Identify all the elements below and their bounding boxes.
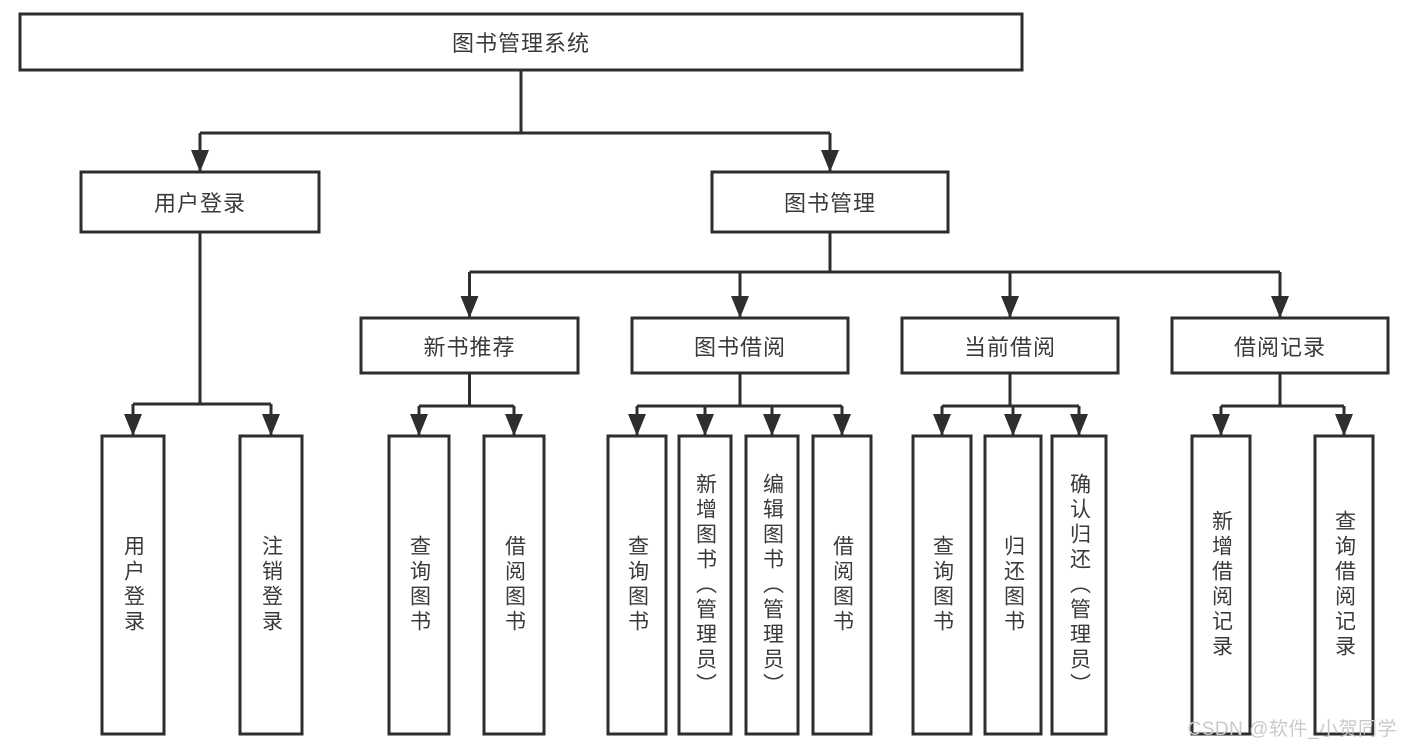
node-box-new-book-recommend[interactable]	[359, 316, 580, 375]
node-box-leaf-user-logout[interactable]	[238, 434, 304, 736]
arrow-icon-leaf-confirm-return-admin	[1070, 414, 1088, 436]
node-box-leaf-query-borrow-record[interactable]	[1313, 434, 1375, 736]
node-box-leaf-add-book-admin[interactable]	[677, 434, 733, 736]
arrow-icon-borrow-record	[1271, 296, 1289, 318]
node-box-book-manage[interactable]	[710, 170, 950, 234]
node-box-leaf-confirm-return-admin[interactable]	[1050, 434, 1108, 736]
edges-layer	[124, 70, 1353, 436]
node-box-leaf-return-book[interactable]	[983, 434, 1043, 736]
node-box-leaf-query-book-recommend[interactable]	[387, 434, 451, 736]
arrow-icon-leaf-edit-book-admin	[763, 414, 781, 436]
node-box-leaf-add-borrow-record[interactable]	[1190, 434, 1252, 736]
boxes-layer	[18, 12, 1390, 736]
arrow-icon-leaf-add-book-admin	[696, 414, 714, 436]
arrow-icon-book-borrow	[731, 296, 749, 318]
node-box-leaf-edit-book-admin[interactable]	[744, 434, 800, 736]
arrow-icon-leaf-query-borrow-record	[1335, 414, 1353, 436]
arrow-icon-current-borrow	[1001, 296, 1019, 318]
arrow-icon-leaf-return-book	[1004, 414, 1022, 436]
arrow-icon-book-manage	[821, 150, 839, 172]
node-box-borrow-record[interactable]	[1170, 316, 1390, 375]
node-box-leaf-query-book-current[interactable]	[911, 434, 973, 736]
node-box-leaf-query-book-borrow[interactable]	[606, 434, 668, 736]
node-box-root[interactable]	[18, 12, 1024, 72]
arrow-icon-leaf-user-logout	[262, 414, 280, 436]
watermark: CSDN @软件_小贺同学	[1187, 719, 1397, 740]
node-box-leaf-user-login[interactable]	[100, 434, 166, 736]
arrow-icon-user-login	[191, 150, 209, 172]
arrow-icon-leaf-query-book-recommend	[410, 414, 428, 436]
node-box-user-login[interactable]	[79, 170, 321, 234]
node-box-leaf-borrow-book-recommend[interactable]	[482, 434, 546, 736]
arrow-icon-new-book-recommend	[460, 296, 479, 318]
arrow-icon-leaf-user-login	[124, 414, 142, 436]
node-box-book-borrow[interactable]	[630, 316, 850, 375]
arrow-icon-leaf-borrow-book	[833, 414, 851, 436]
arrow-icon-leaf-query-book-borrow	[628, 414, 646, 436]
arrow-icon-leaf-borrow-book-recommend	[505, 414, 523, 436]
arrow-icon-leaf-query-book-current	[933, 414, 951, 436]
node-box-current-borrow[interactable]	[900, 316, 1120, 375]
arrow-icon-leaf-add-borrow-record	[1212, 414, 1230, 436]
node-box-leaf-borrow-book[interactable]	[811, 434, 873, 736]
